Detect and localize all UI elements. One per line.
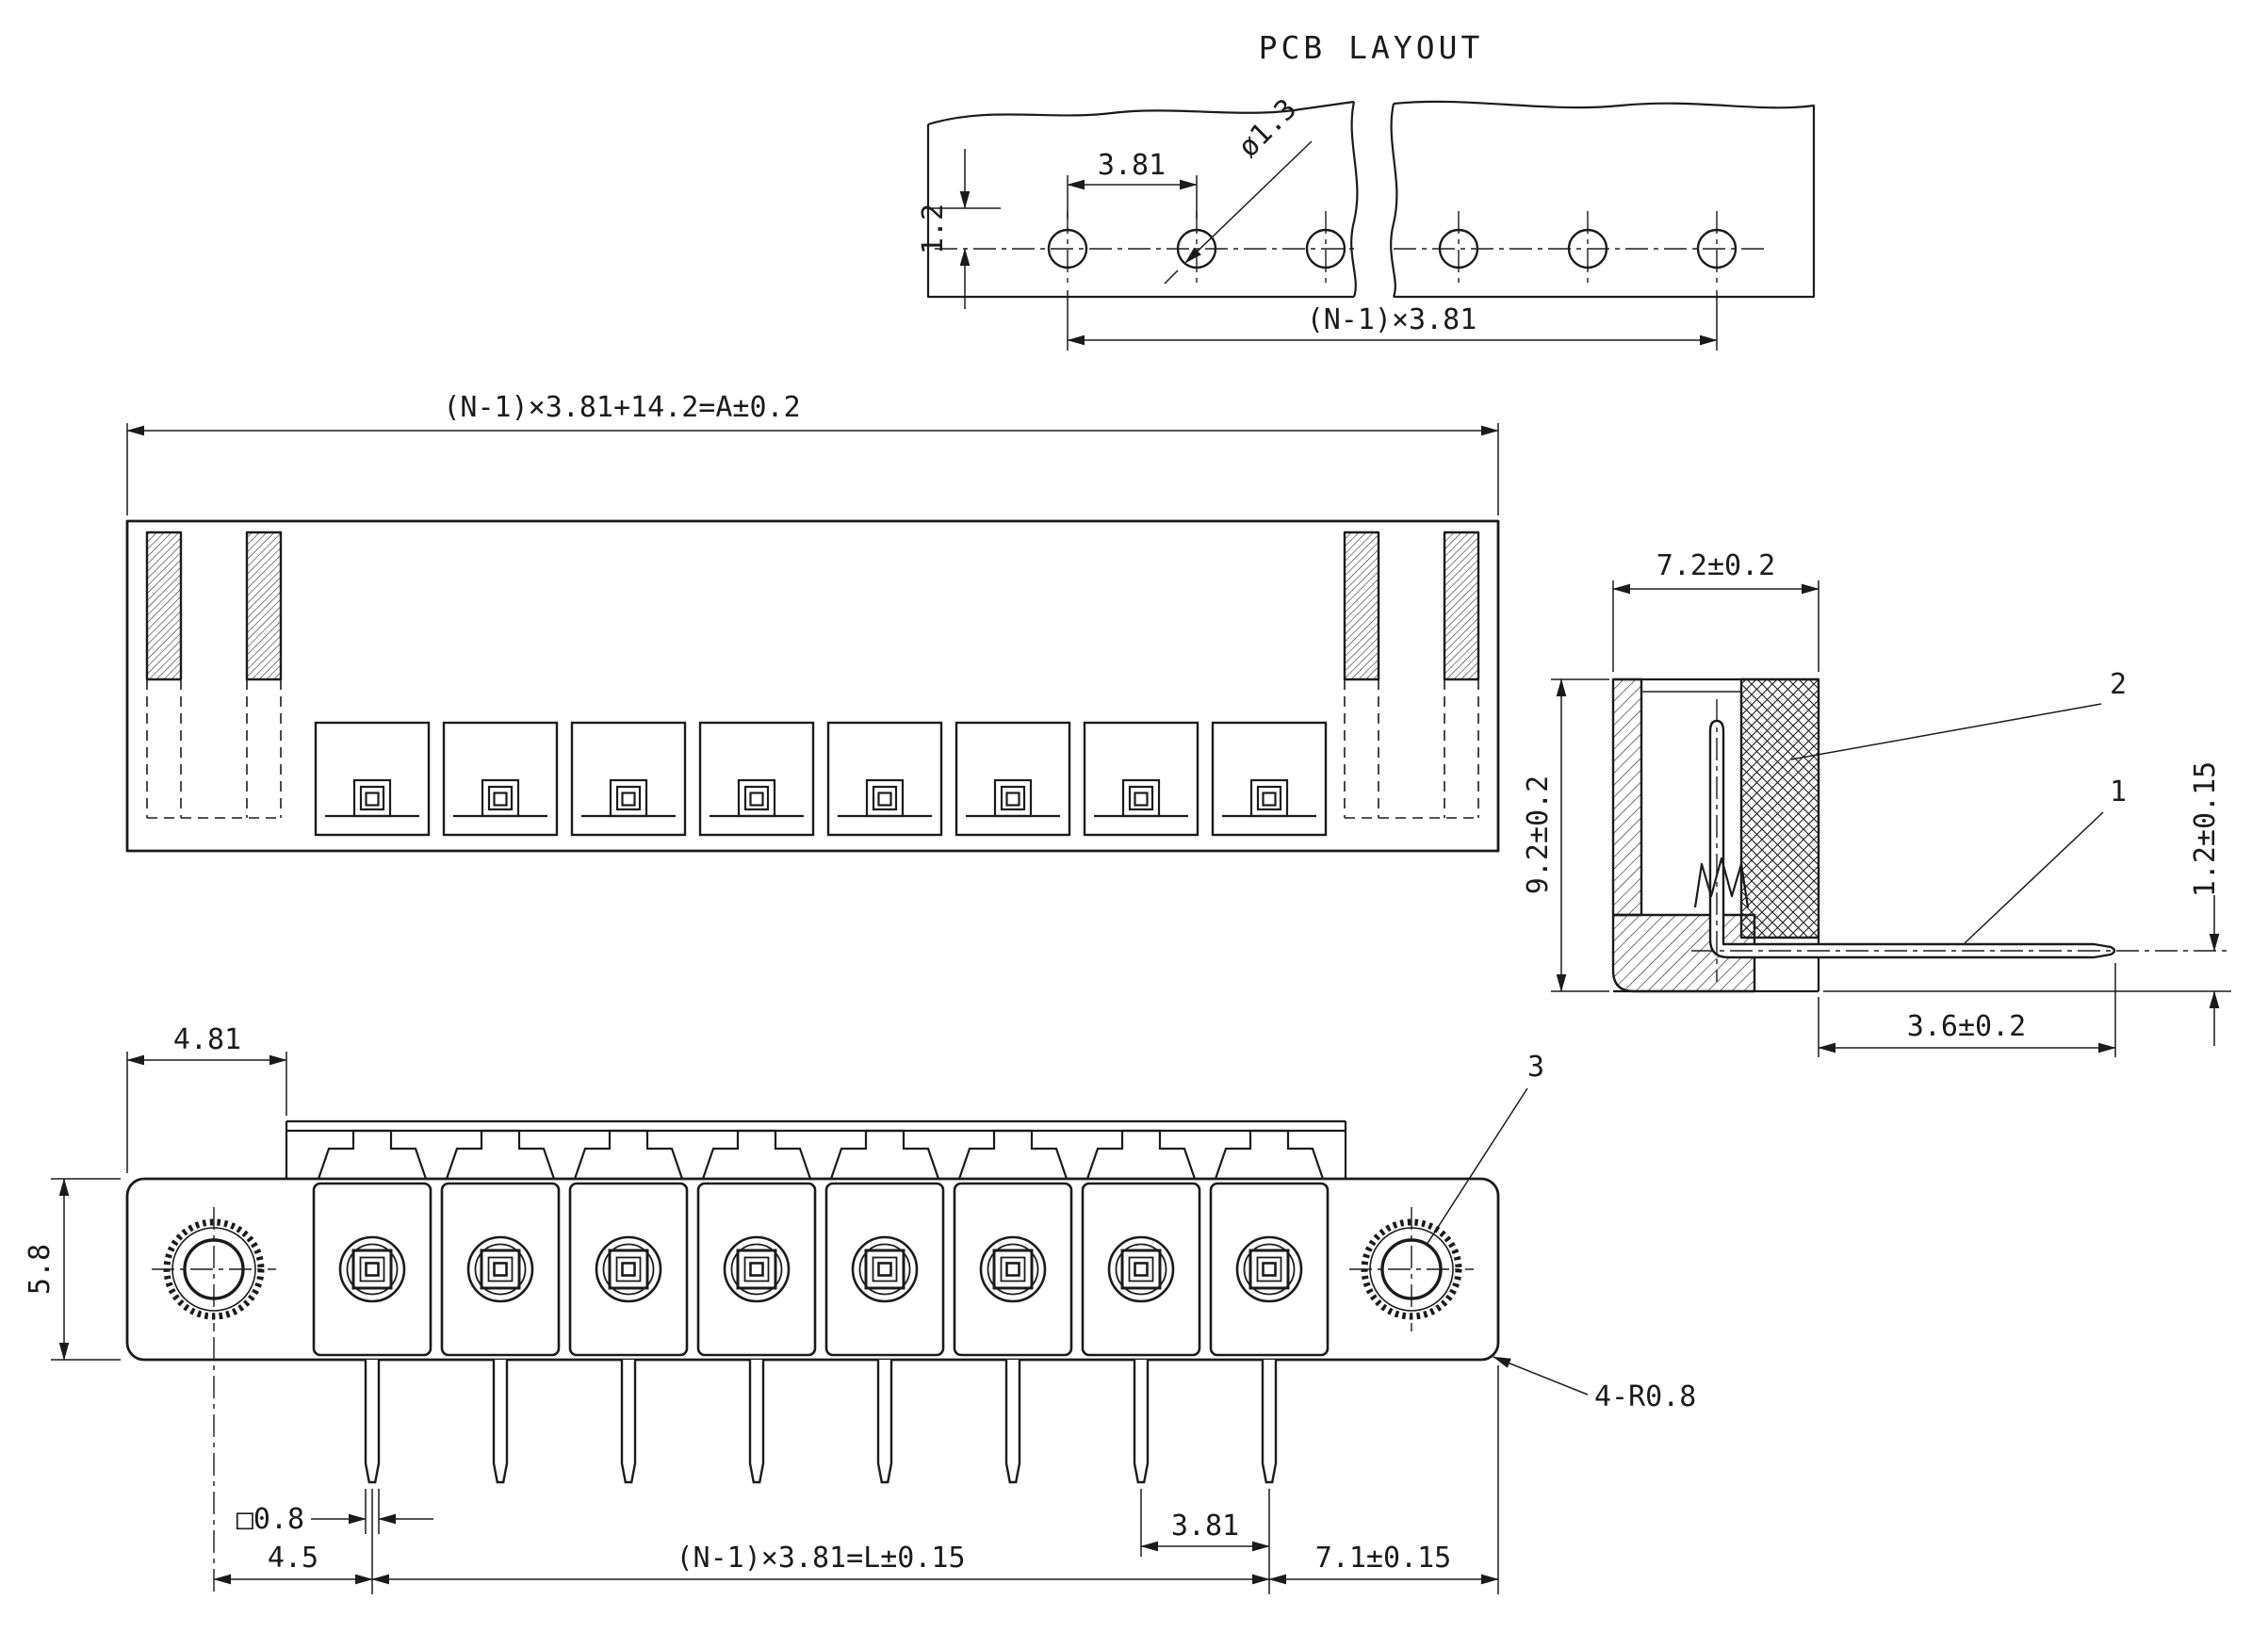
dim-hole-pitch: 3.81: [1067, 149, 1198, 219]
insulator-section: [1739, 678, 1820, 939]
housing-outline-front: [125, 1177, 1500, 1362]
dim-text: 1.2±0.15: [2189, 761, 2222, 898]
callout-text: 1: [2110, 776, 2127, 808]
dim-text: 1.2: [917, 204, 950, 254]
dim-text: 5.8: [24, 1244, 57, 1295]
dim-end-margin: 4.81: [126, 1023, 287, 1173]
callout-text: 3: [1527, 1051, 1544, 1084]
solder-pin-front: [620, 1358, 637, 1484]
dim-pin-square: □0.8: [237, 1489, 433, 1536]
dim-text: 7.1±0.15: [1315, 1542, 1452, 1575]
callout-solder-pin: 1: [1964, 776, 2127, 944]
dim-text: □0.8: [237, 1503, 304, 1536]
pcb-break-line-left: [1350, 101, 1359, 298]
dim-text: (N-1)×3.81+14.2=A±0.2: [443, 391, 800, 424]
solder-pin: [1708, 719, 2116, 959]
solder-pin-front: [748, 1358, 765, 1484]
dim-height: 9.2±0.2: [1522, 678, 1609, 992]
dim-row-span: (N-1)×3.81: [1067, 290, 1718, 351]
callout-insulator: 2: [1790, 668, 2127, 760]
top-view: (N-1)×3.81+14.2=A±0.2: [125, 391, 1500, 853]
bottom-dimensions: 3.81 4.5 (N-1)×3.81=L±0.15 7.1±0.15: [213, 1337, 1499, 1594]
dim-text: 3.6±0.2: [1907, 1010, 2026, 1043]
dim-text: 4.5: [268, 1542, 318, 1575]
shroud-wall-section: [1611, 678, 1643, 917]
dim-text: 4.81: [173, 1023, 241, 1056]
dim-body-height: 5.8: [24, 1178, 121, 1361]
pcb-break-line-right: [1390, 103, 1398, 298]
front-view: 4.81: [24, 1023, 1696, 1594]
dim-pin-length: 3.6±0.2: [1818, 963, 2116, 1057]
pcb-layout-title: PCB LAYOUT: [1259, 29, 1484, 66]
pcb-board-edge-right: [1393, 100, 1816, 299]
dim-text: (N-1)×3.81=L±0.15: [676, 1542, 965, 1575]
shroud-top-strip: [285, 1119, 1347, 1179]
solder-pin-front: [876, 1358, 893, 1484]
callout-mount-hole: 3: [1426, 1051, 1544, 1246]
contact-spring: [1693, 857, 1750, 908]
callout-text: 2: [2110, 668, 2127, 701]
solder-pin-front: [492, 1358, 509, 1484]
solder-pin-front: [364, 1358, 381, 1484]
dim-row-offset: 1.2: [917, 149, 1001, 309]
dim-depth: 7.2±0.2: [1612, 549, 1819, 672]
dim-text: 3.81: [1098, 149, 1166, 182]
pcb-board-edge-left: [926, 100, 1355, 299]
housing-outline-top: [125, 519, 1500, 853]
solder-pin-front: [1261, 1358, 1278, 1484]
note-corner-radius: 4-R0.8: [1493, 1356, 1696, 1413]
dim-text: 7.2±0.2: [1656, 549, 1775, 582]
solder-pin-front: [1004, 1358, 1021, 1484]
threaded-insert-right: [1343, 531, 1480, 819]
dim-overall-width: (N-1)×3.81+14.2=A±0.2: [126, 391, 1499, 515]
dim-text: 9.2±0.2: [1522, 776, 1555, 894]
note-text: 4-R0.8: [1594, 1380, 1696, 1413]
solder-pin-front: [1133, 1358, 1150, 1484]
side-view: 7.2±0.2 9.2±0.2 1.2±0.15 3.6±0.2 2: [1522, 549, 2231, 1057]
dim-text: (N-1)×3.81: [1307, 303, 1477, 336]
threaded-insert-left: [145, 531, 283, 819]
dim-text: 3.81: [1171, 1510, 1239, 1543]
dim-pin-offset: 1.2±0.15: [2189, 761, 2222, 1046]
